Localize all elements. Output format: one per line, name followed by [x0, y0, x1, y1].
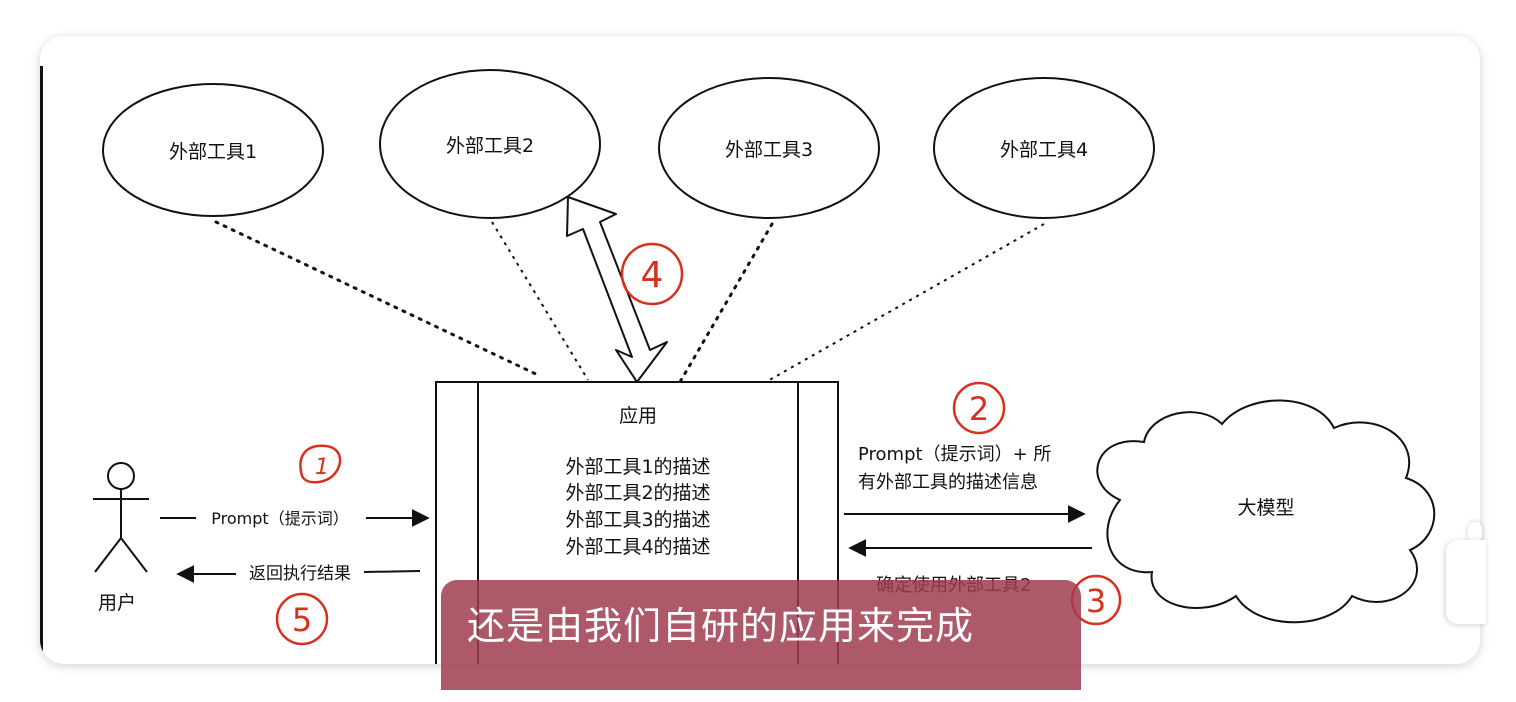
tool-node-2: 外部工具2 — [379, 69, 601, 219]
app-line-2: 外部工具2的描述 — [565, 482, 710, 504]
svg-text:2: 2 — [969, 390, 989, 428]
side-panel-tab[interactable] — [1446, 540, 1486, 624]
edge-label-app-to-llm-2: 有外部工具的描述信息 — [858, 472, 1038, 493]
video-subtitle: 还是由我们自研的应用来完成 — [441, 580, 1081, 690]
annotation-4: 4 — [620, 242, 684, 306]
annotation-1: 1 — [299, 444, 342, 484]
annotation-2: 2 — [952, 381, 1006, 435]
edge-label-app-to-llm-1: Prompt（提示词）+ 所 — [858, 444, 1051, 465]
side-handle-icon[interactable] — [1468, 522, 1482, 542]
user-label: 用户 — [98, 592, 136, 614]
app-title: 应用 — [619, 405, 657, 427]
dotted-connector-2 — [491, 221, 589, 381]
tool-node-1: 外部工具1 — [102, 83, 324, 217]
annotation-5: 5 — [275, 592, 329, 646]
tool-node-3: 外部工具3 — [658, 77, 880, 219]
diagram-canvas: 外部工具1 外部工具2 外部工具3 外部工具4 应用 外部工具1的描述 外部工 — [93, 69, 1436, 664]
user-actor-icon — [93, 462, 149, 573]
llm-cloud — [1096, 399, 1436, 624]
tool-node-4: 外部工具4 — [933, 77, 1155, 219]
arrow-app-to-user-right — [363, 570, 421, 573]
edge-label-app-to-user: 返回执行结果 — [249, 564, 351, 584]
dotted-connector-4 — [765, 223, 1045, 383]
svg-text:5: 5 — [292, 601, 312, 639]
tool-label-1: 外部工具1 — [169, 141, 257, 163]
app-line-4: 外部工具4的描述 — [565, 536, 710, 558]
llm-label: 大模型 — [1237, 497, 1294, 519]
tool-label-3: 外部工具3 — [725, 139, 813, 161]
dotted-connector-1 — [214, 220, 542, 378]
frame-left-edge — [40, 66, 43, 664]
svg-text:3: 3 — [1086, 582, 1106, 620]
edge-label-user-to-app: Prompt（提示词） — [211, 509, 348, 528]
app-line-1: 外部工具1的描述 — [565, 456, 710, 478]
app-line-3: 外部工具3的描述 — [565, 509, 710, 531]
dotted-connector-3 — [678, 222, 774, 384]
tool-label-4: 外部工具4 — [1000, 139, 1088, 161]
svg-text:1: 1 — [315, 455, 329, 480]
svg-text:4: 4 — [641, 255, 664, 296]
video-frame: 外部工具1 外部工具2 外部工具3 外部工具4 应用 外部工具1的描述 外部工 — [40, 36, 1480, 664]
tool-label-2: 外部工具2 — [446, 135, 534, 157]
